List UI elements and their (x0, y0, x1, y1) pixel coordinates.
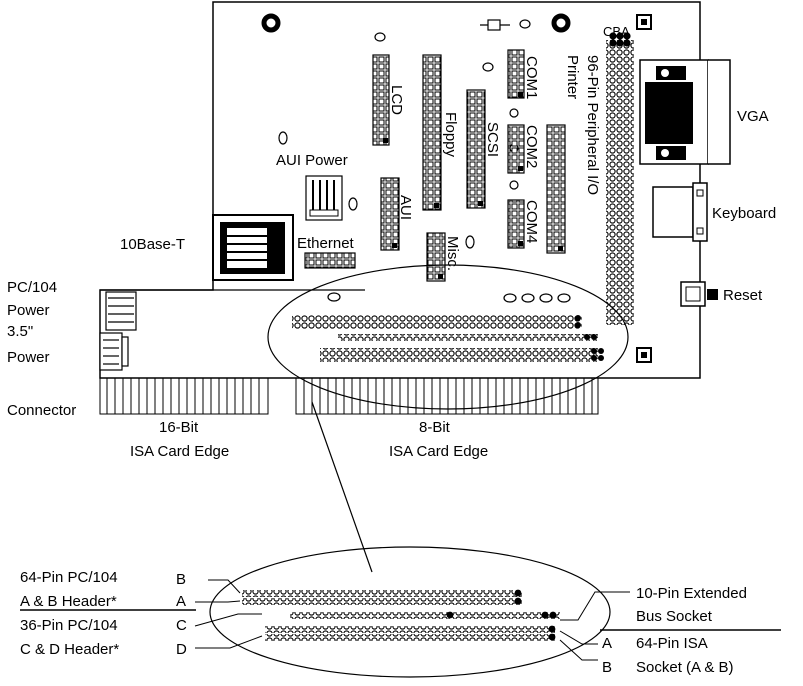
mounting-holes (261, 13, 652, 363)
label-isa8-1: 8-Bit (419, 419, 451, 436)
isa-card-edge-16 (99, 378, 269, 415)
misc-header (426, 232, 446, 282)
headers (304, 49, 566, 282)
label-row-d: D (176, 641, 187, 658)
label-pc104-cd-1: 36-Pin PC/104 (20, 617, 118, 634)
com4-header (507, 199, 525, 249)
label-keyboard: Keyboard (712, 205, 776, 222)
label-isa16-1: 16-Bit (159, 419, 199, 436)
label-power-connector-2: Power (7, 349, 50, 366)
label-vga: VGA (737, 108, 769, 125)
label-cba: CBA (603, 24, 630, 39)
label-lcd: LCD (388, 85, 405, 115)
keyboard-connector (652, 182, 708, 242)
label-ext-bus-1: 10-Pin Extended (636, 585, 747, 602)
resistor-icon (480, 19, 510, 31)
label-power-connector-1: 3.5" (7, 323, 33, 340)
label-row-a: A (176, 593, 186, 610)
ethernet-header (304, 252, 356, 269)
zoom-ellipse-detail (209, 546, 611, 678)
pc104-isa-pins-board (292, 315, 604, 362)
label-pc104-cd-2: C & D Header* (20, 641, 119, 658)
pc104-isa-pins-detail (242, 589, 560, 641)
label-com1: COM1 (523, 56, 540, 99)
peripheral-io-connector (606, 32, 634, 325)
label-aui: AUI (397, 195, 414, 220)
reset-switch (680, 281, 718, 307)
label-com2: COM2 (523, 125, 540, 168)
label-reset: Reset (723, 287, 763, 304)
aui-power-connector (305, 175, 343, 221)
label-misc: Misc. (444, 236, 461, 271)
label-scsi: SCSI (484, 122, 501, 157)
label-isa8-2: ISA Card Edge (389, 443, 488, 460)
com2-header (507, 124, 525, 174)
pc104-power-connector (100, 289, 365, 331)
label-ethernet: Ethernet (297, 235, 355, 252)
label-pc104-ab-2: A & B Header* (20, 593, 117, 610)
label-power-connector-3: Connector (7, 402, 76, 419)
label-tenbase-t: 10Base-T (120, 236, 185, 253)
label-isa-row-a: A (602, 635, 612, 652)
scsi-header (466, 89, 486, 209)
label-isa-socket-1: 64-Pin ISA (636, 635, 708, 652)
label-pc104-power-1: PC/104 (7, 279, 57, 296)
label-ext-bus-2: Bus Socket (636, 608, 713, 625)
power-connector-3-5 (99, 332, 129, 371)
tenbase-t-connector (212, 214, 294, 281)
zoom-leader-line (311, 401, 373, 573)
printer-header (546, 124, 566, 254)
label-peripheral-io: 96-Pin Peripheral I/O (584, 55, 601, 195)
label-aui-power: AUI Power (276, 152, 348, 169)
label-isa16-2: ISA Card Edge (130, 443, 229, 460)
detail-leaders (20, 579, 781, 661)
floppy-header (422, 54, 442, 211)
lcd-header (372, 54, 390, 146)
aui-header (380, 177, 400, 251)
isa-card-edge-8 (295, 378, 599, 415)
label-printer: Printer (564, 55, 581, 99)
vga-connector (639, 59, 731, 165)
com1-header (507, 49, 525, 99)
label-isa-socket-2: Socket (A & B) (636, 659, 734, 676)
label-row-b: B (176, 571, 186, 588)
label-isa-row-b: B (602, 659, 612, 676)
label-floppy: Floppy (442, 112, 459, 158)
label-pc104-power-2: Power (7, 302, 50, 319)
label-pc104-ab-1: 64-Pin PC/104 (20, 569, 118, 586)
label-com4: COM4 (523, 200, 540, 243)
label-row-c: C (176, 617, 187, 634)
